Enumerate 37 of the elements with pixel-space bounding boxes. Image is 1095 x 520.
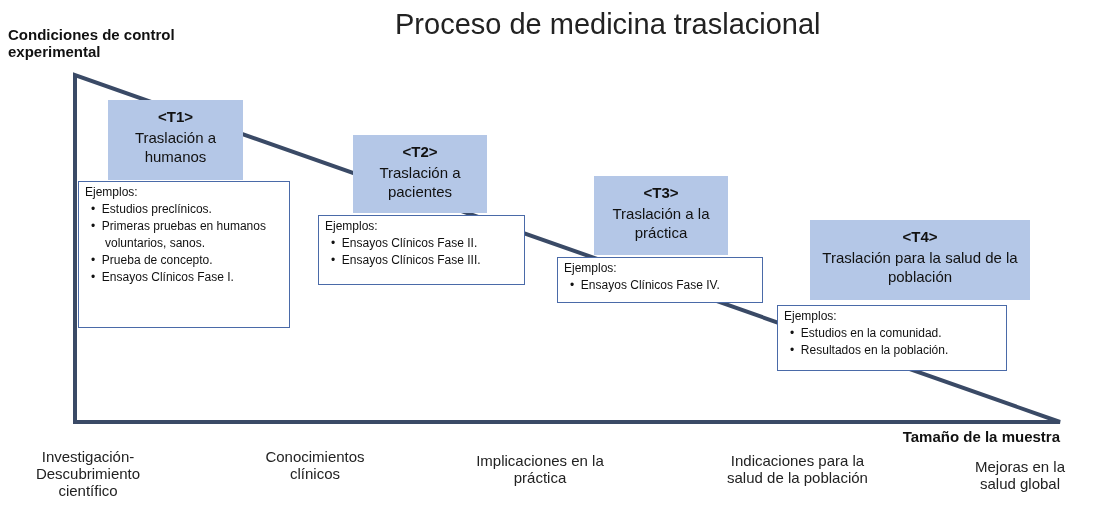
stage-label: Investigación-Descubrimiento científico	[34, 448, 142, 499]
stage-title: Traslación a pacientes	[378, 163, 462, 201]
stage-label: Indicaciones para la salud de la población	[726, 452, 869, 486]
stage-label: Implicaciones en la práctica	[475, 452, 605, 486]
stage-code: <T1>	[157, 108, 194, 125]
diagram-title: Proceso de medicina traslacional	[395, 8, 821, 41]
stage-title: Traslación para la salud de la población	[821, 248, 1019, 286]
examples-heading: Ejemplos:	[85, 185, 138, 199]
stage-box	[353, 135, 487, 213]
examples-heading: Ejemplos:	[564, 261, 617, 275]
stage-code: <T2>	[401, 143, 439, 160]
stage-title: Traslación a humanos	[133, 128, 218, 166]
stage-title: Traslación a la práctica	[611, 204, 711, 242]
list-item: • Estudios en la comunidad.	[790, 325, 943, 342]
list-item: • Ensayos Clínicos Fase IV.	[570, 277, 721, 294]
stage-box	[594, 176, 728, 255]
list-item: • Ensayos Clínicos Fase III.	[331, 252, 482, 269]
stage-code: <T4>	[901, 228, 939, 245]
list-item: • Ensayos Clínicos Fase II.	[331, 235, 479, 252]
stage-label: Mejoras en la salud global	[973, 458, 1066, 492]
examples-box	[557, 257, 763, 303]
examples-heading: Ejemplos:	[784, 309, 837, 323]
list-item: • Primeras pruebas en humanos voluntarios, sanos.	[91, 218, 267, 252]
list-item: • Prueba de concepto.	[91, 252, 214, 269]
stage-box	[108, 100, 243, 180]
stage-label: Conocimientos clínicos	[264, 448, 366, 482]
examples-box	[318, 215, 525, 285]
list-item: • Estudios preclínicos.	[91, 201, 213, 218]
list-item: • Resultados en la población.	[790, 342, 950, 359]
examples-box	[777, 305, 1007, 371]
axis-title: Condiciones de control experimental	[8, 26, 176, 60]
stage-box	[810, 220, 1030, 300]
examples-heading: Ejemplos:	[325, 219, 378, 233]
list-item: • Ensayos Clínicos Fase I.	[91, 269, 235, 286]
axis-title: Tamaño de la muestra	[901, 428, 1060, 445]
examples-box	[78, 181, 290, 328]
stage-code: <T3>	[642, 184, 680, 201]
